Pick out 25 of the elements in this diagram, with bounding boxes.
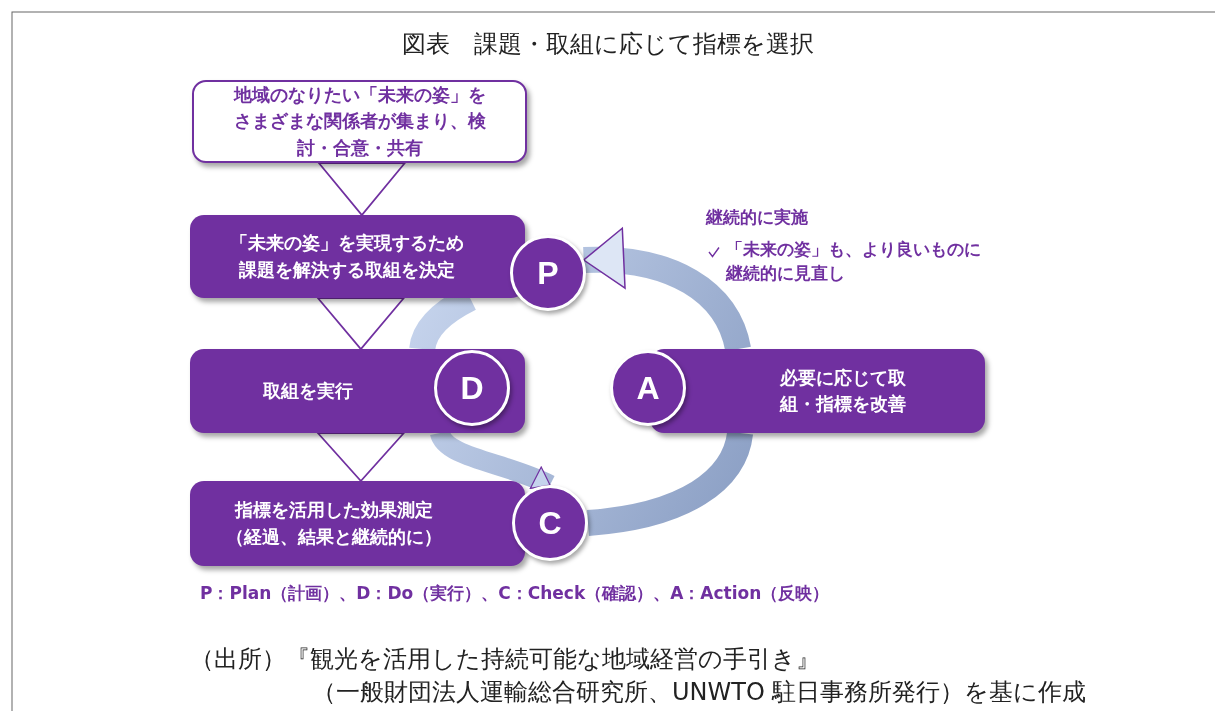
source-note: （一般財団法人運輸総合研究所、UNWTO 駐日事務所発行）を基に作成 (312, 677, 1087, 708)
note-heading: 継続的に実施 (706, 206, 808, 229)
step-text: 取組を実行 (261, 378, 354, 403)
diagram-title: 図表 課題・取組に応じて指標を選択 (400, 29, 815, 60)
step-letter: C (538, 503, 562, 543)
triangle-arrow (316, 162, 407, 217)
step-circle (512, 485, 588, 561)
process-box (190, 215, 525, 298)
triangle-arrow (315, 297, 406, 351)
note-text: 「未来の姿」も、より良いものに継続的に見直し (726, 238, 982, 285)
step-text: 地域のなりたい「未来の姿」をさまざまな関係者が集まり、検討・合意・共有 (232, 83, 487, 160)
step-letter: D (460, 368, 484, 408)
step-circle (610, 350, 686, 426)
step-letter: P (537, 253, 559, 293)
process-box (190, 349, 525, 433)
step-circle (434, 350, 510, 426)
process-box (190, 481, 525, 566)
step-circle (510, 235, 586, 311)
abbreviation-note: P：Plan（計画）、D：Do（実行）、C：Check（確認）、A：Action（反映） (200, 582, 830, 605)
step-text: 必要に応じて取組・指標を改善 (778, 365, 907, 416)
step-text: 指標を活用した効果測定（経過、結果と継続的に） (224, 498, 443, 549)
step-letter: A (636, 368, 660, 408)
triangle-arrow (315, 432, 406, 483)
source-note: （出所）『観光を活用した持続可能な地域経営の手引き』 (190, 644, 820, 675)
step-text: 「未来の姿」を実現するため課題を解決する取組を決定 (228, 231, 465, 282)
